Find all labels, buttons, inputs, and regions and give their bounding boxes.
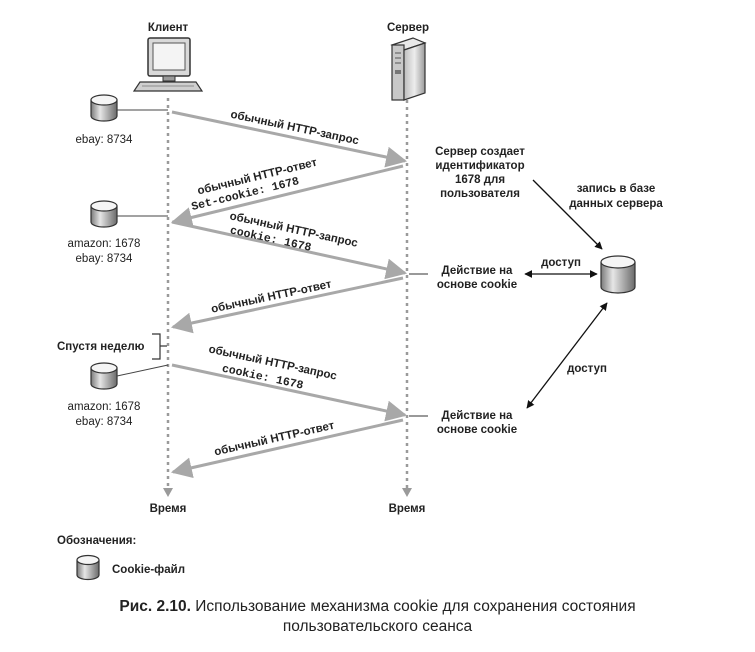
week-later-label: Спустя неделю — [57, 341, 145, 353]
server-icon — [390, 37, 427, 101]
legend-title: Обозначения: — [57, 535, 136, 547]
db-access-label: доступ — [567, 363, 607, 375]
cookie-connector — [116, 364, 169, 377]
caption-text: Использование механизма cookie для сохра… — [195, 598, 636, 615]
server-note-action: основе cookie — [437, 279, 517, 291]
db-access-arrow — [526, 302, 608, 409]
client-time-label: Время — [150, 503, 187, 515]
db-write-label: запись в базе — [577, 183, 656, 195]
message-arrow — [170, 164, 404, 228]
client-cookie-text: amazon: 1678 — [68, 401, 141, 413]
message-arrow — [171, 363, 408, 422]
server-note-action: Действие на — [442, 265, 514, 277]
client-cookie-text: ebay: 8734 — [76, 416, 134, 428]
week-later-bracket — [152, 333, 161, 360]
caption-line-1: Рис. 2.10. Использование механизма cooki… — [0, 597, 755, 617]
cookie-file-icon — [76, 554, 100, 581]
database-icon — [600, 255, 636, 294]
cookie-file-icon — [90, 94, 118, 122]
db-write-label: данных сервера — [569, 198, 663, 210]
server-timeline-arrowhead — [402, 488, 412, 497]
message-arrow — [170, 276, 404, 334]
server-time-label: Время — [389, 503, 426, 515]
client-cookie-text: amazon: 1678 — [68, 238, 141, 250]
server-label: Сервер — [387, 22, 429, 34]
db-access-label: доступ — [541, 257, 581, 269]
server-note-create: пользователя — [440, 188, 520, 200]
cookie-file-icon — [90, 200, 118, 228]
figure-caption: Рис. 2.10. Использование механизма cooki… — [0, 597, 755, 637]
server-note-create: Сервер создает — [435, 146, 525, 158]
client-cookie-text: ebay: 8734 — [76, 134, 134, 146]
server-note-action: Действие на — [442, 410, 514, 422]
db-write-arrow — [532, 179, 603, 250]
server-note-action: основе cookie — [437, 424, 517, 436]
client-timeline-arrowhead — [163, 488, 173, 497]
cookie-file-icon — [90, 362, 118, 390]
legend-cookie-label: Cookie-файл — [112, 564, 185, 576]
message-arrow — [171, 110, 408, 168]
server-note-create: 1678 для — [455, 174, 505, 186]
server-note-create: идентификатор — [435, 160, 524, 172]
message-arrow — [170, 418, 404, 479]
computer-icon — [132, 37, 204, 92]
cookie-sequence-diagram: Клиент Сервер Время Время ebay: 8734 ama… — [57, 22, 663, 581]
caption-line-2: пользовательского сеанса — [282, 618, 473, 635]
client-cookie-text: ebay: 8734 — [76, 253, 134, 265]
caption-figure-number: Рис. 2.10. — [119, 598, 191, 615]
client-label: Клиент — [148, 22, 189, 34]
message-arrow — [171, 220, 408, 280]
